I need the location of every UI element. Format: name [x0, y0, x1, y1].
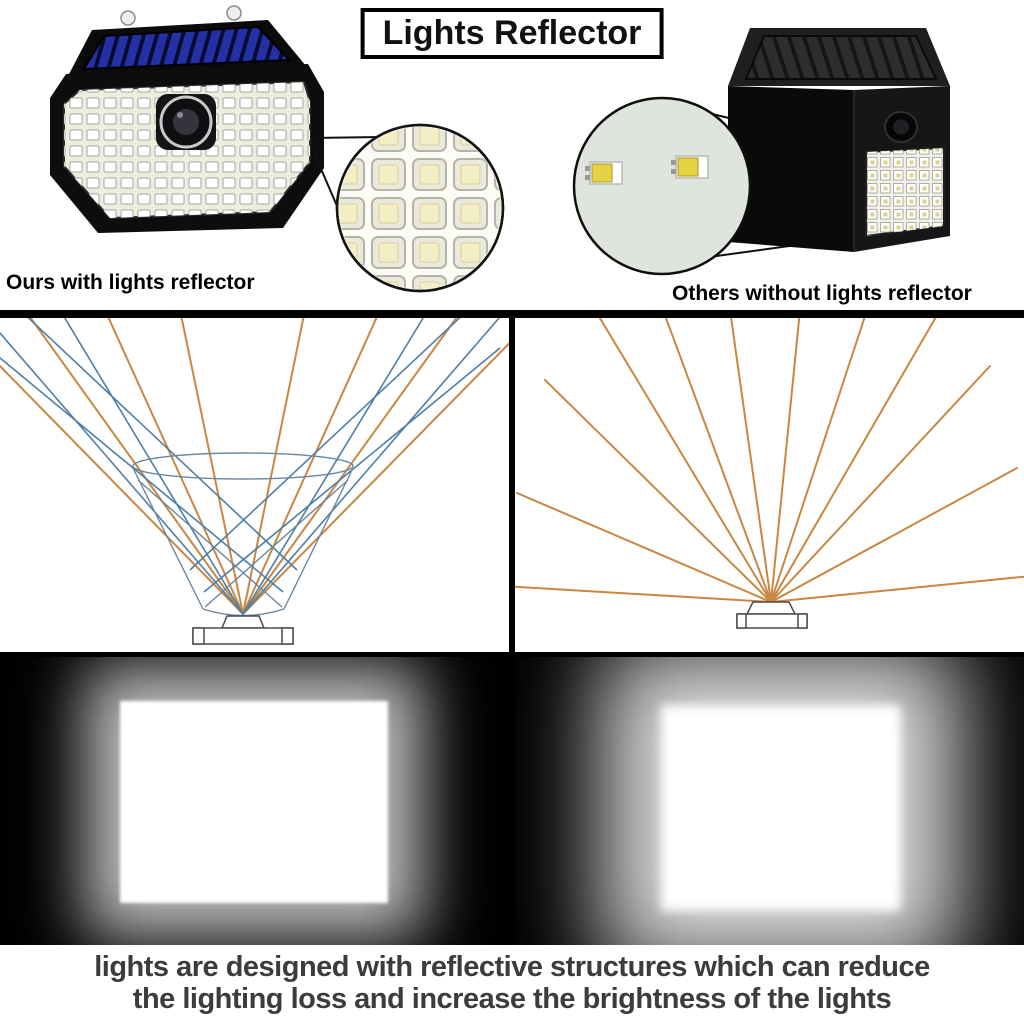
- cube-led-panel: [865, 146, 945, 238]
- bare-led-chip-icon: [585, 161, 623, 185]
- motion-sensor: [156, 94, 216, 150]
- reflector-magnifier-circle: [335, 123, 505, 293]
- no-reflector-diagram-panel: [515, 318, 1024, 652]
- led-base: [192, 615, 294, 645]
- screw-icon: [120, 5, 242, 26]
- bare-led-magnifier-circle: [572, 96, 752, 276]
- ours-product-photo: [50, 5, 505, 293]
- bare-led-chip-icon: [671, 155, 709, 179]
- ours-light-output-panel: [0, 657, 509, 945]
- section-divider: [0, 310, 1024, 318]
- ours-light-beam: [120, 701, 388, 903]
- light-output-row: [0, 657, 1024, 945]
- motion-sensor: [884, 111, 918, 143]
- section-divider: [509, 318, 515, 652]
- page-title-text: Lights Reflector: [382, 14, 642, 52]
- led-base: [736, 601, 808, 629]
- reflector-bowl: [132, 452, 354, 617]
- reflector-beam-diagram: [0, 318, 509, 645]
- section-divider: [0, 652, 1024, 657]
- footer-caption-line2: the lighting loss and increase the brigh…: [132, 983, 892, 1015]
- section-divider: [509, 657, 515, 945]
- reflector-diagram-panel: [0, 318, 509, 652]
- footer-caption-line1: lights are designed with reflective stru…: [94, 951, 930, 983]
- others-caption: Others without lights reflector: [672, 282, 972, 305]
- others-light-output-panel: [515, 657, 1024, 945]
- no-reflector-beam-diagram: [515, 318, 1024, 629]
- others-product-photo: [572, 28, 950, 276]
- footer-caption: lights are designed with reflective stru…: [0, 945, 1024, 1022]
- others-light-beam: [661, 705, 901, 911]
- beam-diagram-row: [0, 318, 1024, 652]
- page-title: Lights Reflector: [360, 8, 664, 59]
- solar-panel: [68, 20, 306, 76]
- ours-caption: Ours with lights reflector: [6, 271, 255, 294]
- product-comparison-row: Lights Reflector: [0, 0, 1024, 310]
